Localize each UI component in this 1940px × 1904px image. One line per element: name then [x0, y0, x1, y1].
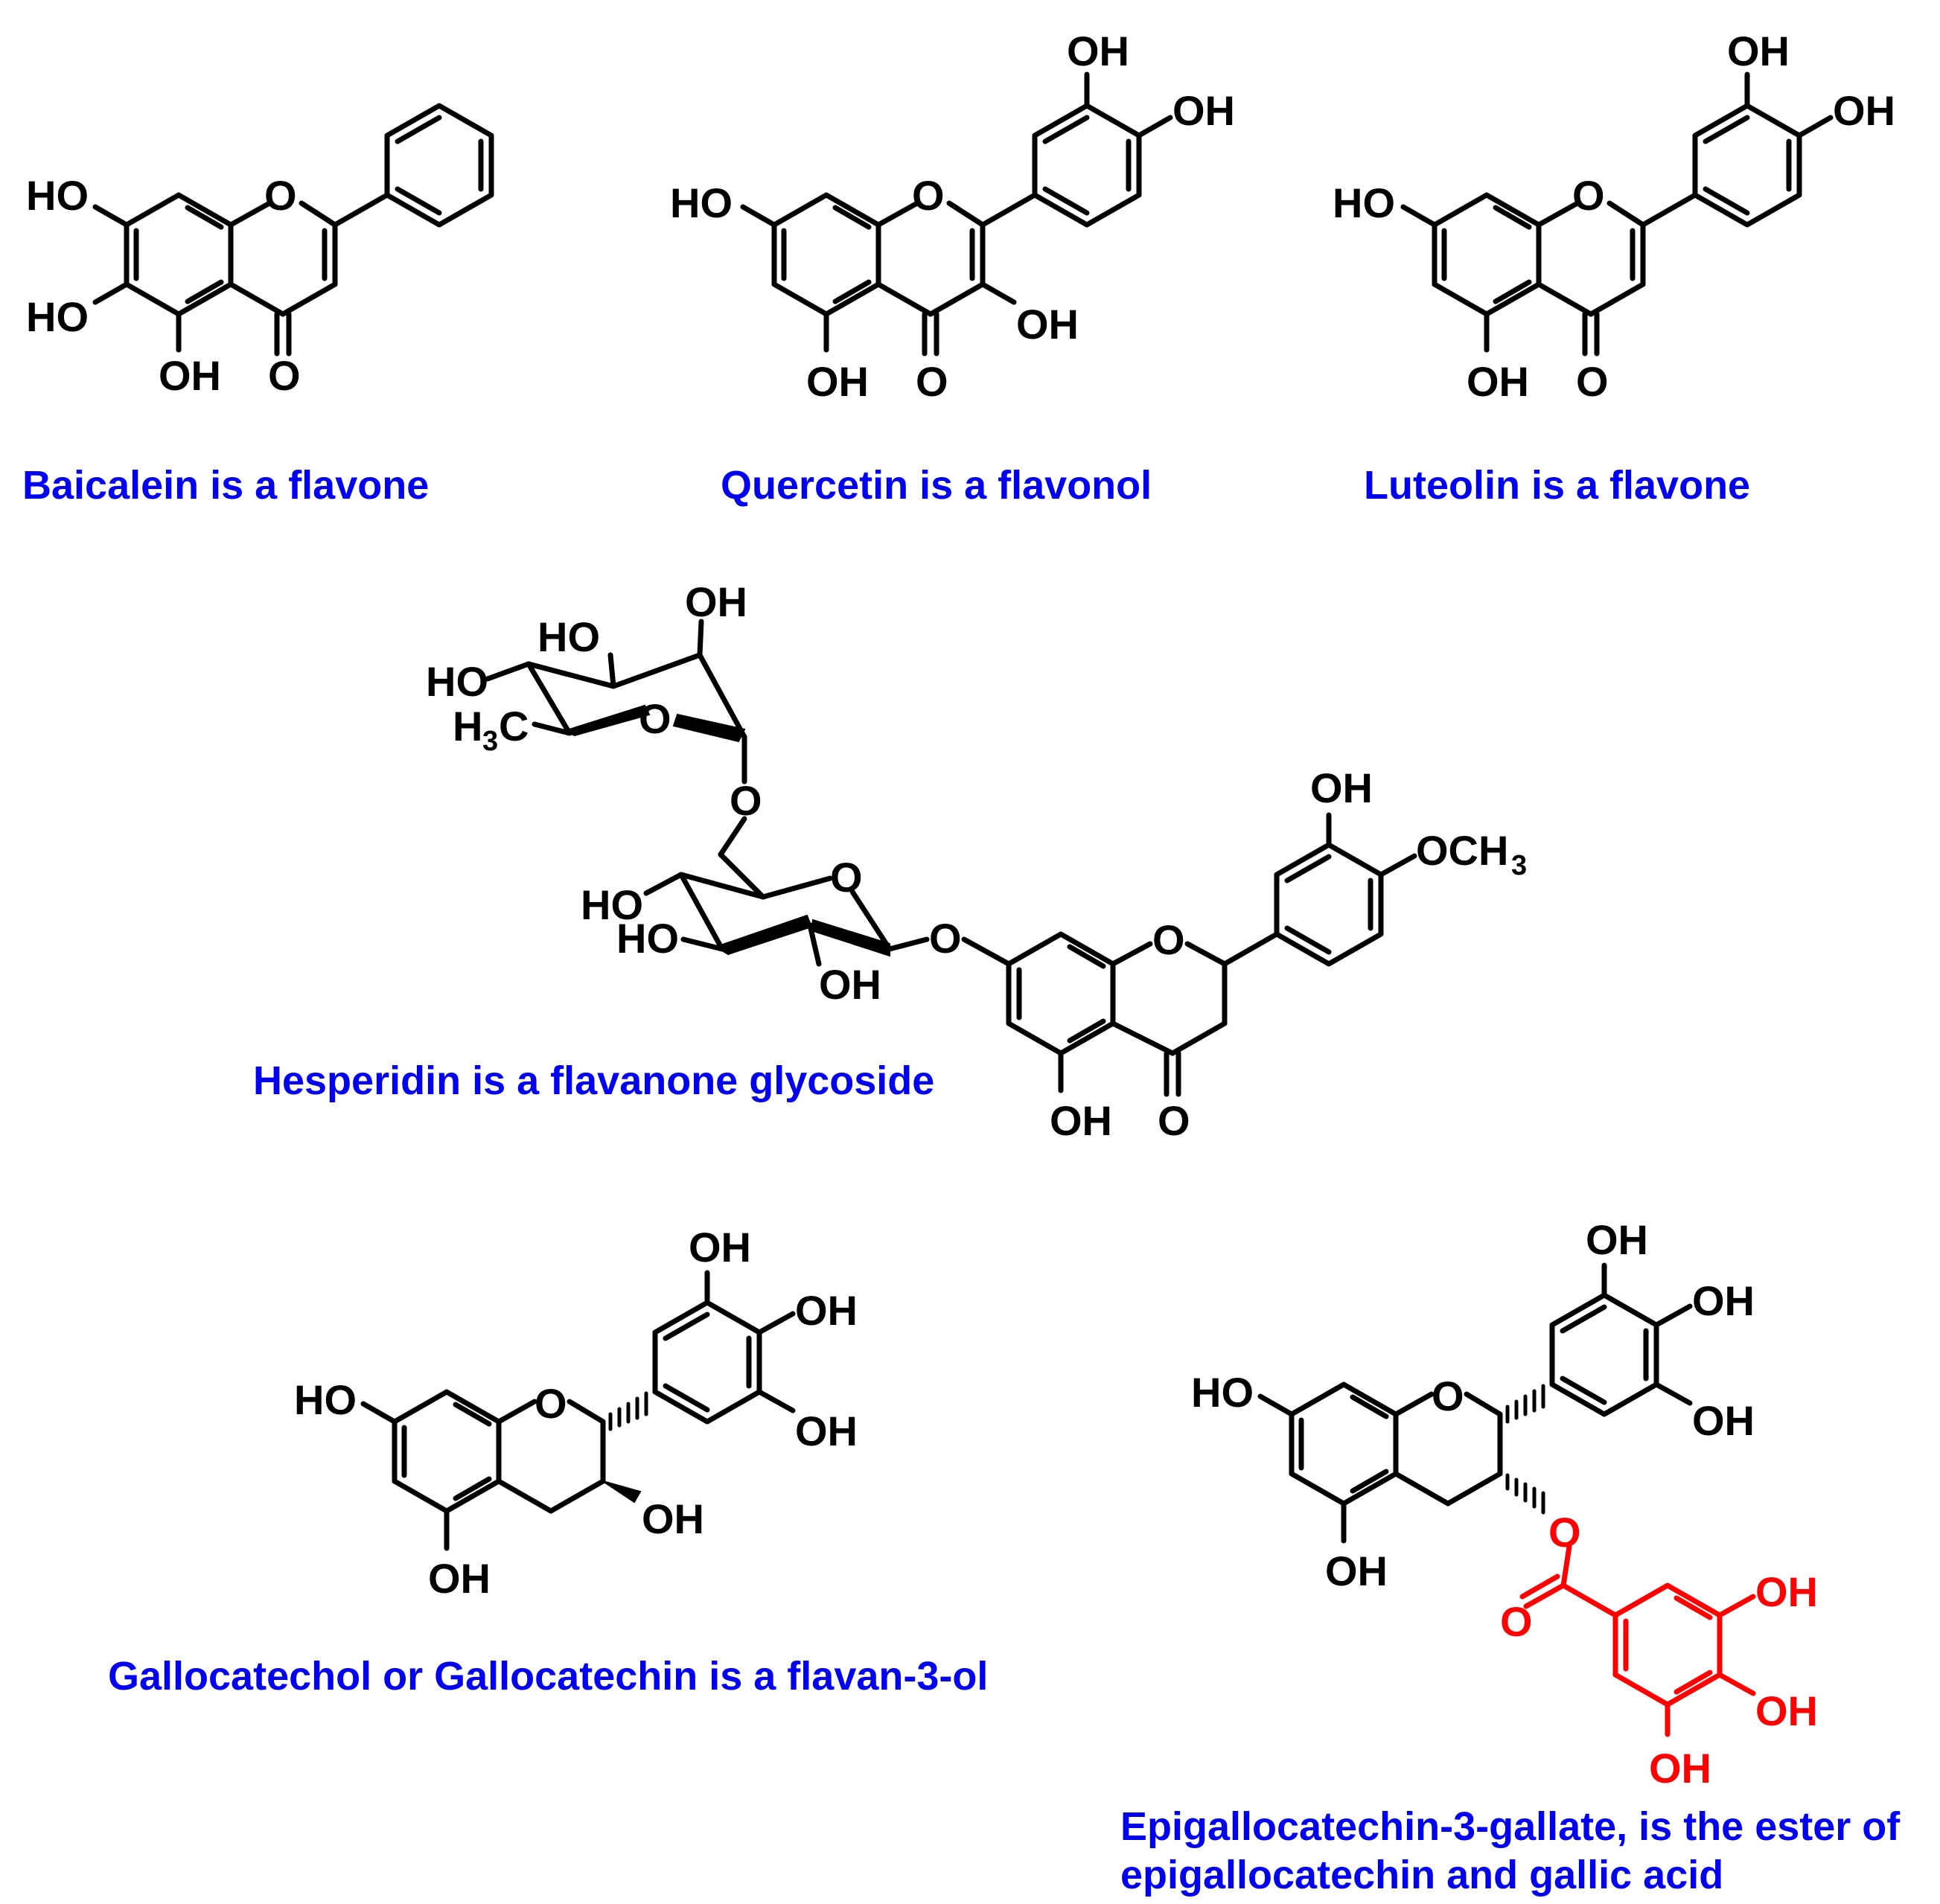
- hesperidin-glucose-ho-3: HO: [616, 915, 679, 962]
- gallate-4-hydroxyl: OH: [1755, 1687, 1818, 1734]
- hesperidin-5-hydroxyl: OH: [1050, 1097, 1112, 1144]
- luteolin-7-hydroxyl: HO: [1333, 179, 1395, 226]
- egcg-5-hydroxyl: OH: [1325, 1547, 1388, 1594]
- hesperidin-ring-oxygen: O: [1152, 916, 1185, 963]
- quercetin-caption: Quercetin is a flavonol: [721, 463, 1152, 508]
- quercetin-3-hydroxyl: OH: [1016, 301, 1079, 348]
- hesperidin-caption: Hesperidin is a flavanone glycoside: [253, 1058, 934, 1103]
- luteolin-4prime-hydroxyl: OH: [1833, 87, 1895, 134]
- baicalein-structure: [92, 103, 494, 357]
- gallate-3-hydroxyl: OH: [1755, 1568, 1818, 1615]
- gallocatechin-3prime-hydroxyl: OH: [689, 1224, 751, 1271]
- egcg-ring-oxygen: O: [1432, 1373, 1464, 1419]
- baicalein-6-hydroxyl: HO: [26, 293, 89, 340]
- hesperidin-rhamnose-ho-3: HO: [537, 613, 600, 660]
- egcg-caption-line-1: Epigallocatechin-3-gallate, is the ester…: [1120, 1804, 1901, 1849]
- gallocatechin-7-hydroxyl: HO: [294, 1376, 357, 1423]
- hesperidin-structure: [485, 619, 1417, 1097]
- quercetin-4prime-hydroxyl: OH: [1172, 87, 1235, 134]
- egcg-caption-line-2: epigallocatechin and gallic acid: [1120, 1853, 1723, 1897]
- egcg-5prime-hydroxyl: OH: [1692, 1397, 1755, 1444]
- gallate-5-hydroxyl: OH: [1649, 1745, 1711, 1792]
- quercetin-structure: [740, 71, 1173, 357]
- hesperidin-carbonyl-oxygen: O: [1158, 1097, 1190, 1144]
- hesperidin-methoxy-subscript: 3: [1511, 850, 1527, 881]
- gallocatechin-ring-oxygen: O: [535, 1380, 567, 1427]
- hesperidin-methyl-c: C: [499, 703, 529, 750]
- egcg-3prime-hydroxyl: OH: [1586, 1216, 1648, 1263]
- hesperidin-glucose-ring-oxygen: O: [830, 854, 863, 901]
- hesperidin-rhamnose-ho-4: HO: [426, 658, 488, 705]
- baicalein-ring-oxygen: O: [264, 172, 297, 219]
- baicalein-carbonyl-oxygen: O: [268, 352, 301, 399]
- luteolin-3prime-hydroxyl: OH: [1727, 28, 1790, 74]
- egcg-4prime-hydroxyl: OH: [1692, 1277, 1755, 1324]
- luteolin-ring-oxygen: O: [1572, 172, 1605, 219]
- quercetin-5-hydroxyl: OH: [806, 358, 869, 405]
- baicalein-7-hydroxyl: HO: [26, 172, 89, 219]
- gallocatechin-3-hydroxyl: OH: [642, 1495, 704, 1542]
- hesperidin-methoxy-och: OCH: [1416, 827, 1508, 874]
- quercetin-3prime-hydroxyl: OH: [1067, 28, 1129, 74]
- egcg-ester-carbonyl-oxygen: O: [1500, 1598, 1533, 1645]
- hesperidin-glucose-ho-4: HO: [581, 881, 643, 928]
- quercetin-carbonyl-oxygen: O: [916, 358, 948, 405]
- hesperidin-methyl-h: H: [453, 703, 482, 750]
- luteolin-caption: Luteolin is a flavone: [1364, 463, 1750, 508]
- gallocatechin-5-hydroxyl: OH: [428, 1555, 491, 1602]
- baicalein-caption: Baicalein is a flavone: [22, 463, 429, 508]
- luteolin-carbonyl-oxygen: O: [1576, 358, 1609, 405]
- hesperidin-rhamnose-oh-2: OH: [685, 578, 747, 625]
- luteolin-structure: [1400, 71, 1834, 357]
- hesperidin-methyl-subscript: 3: [482, 726, 498, 757]
- luteolin-5-hydroxyl: OH: [1467, 358, 1529, 405]
- gallocatechin-caption: Gallocatechol or Gallocatechin is a flav…: [108, 1654, 988, 1699]
- egcg-ester-oxygen: O: [1548, 1509, 1581, 1556]
- hesperidin-glucose-oh-2: OH: [819, 961, 881, 1008]
- hesperidin-glycosidic-oxygen-1: O: [730, 777, 762, 824]
- hesperidin-rhamnose-ring-oxygen: O: [639, 695, 671, 742]
- gallocatechin-5prime-hydroxyl: OH: [795, 1408, 858, 1454]
- quercetin-7-hydroxyl: HO: [670, 179, 733, 226]
- gallocatechin-structure: [360, 1270, 796, 1551]
- hesperidin-3prime-hydroxyl: OH: [1310, 764, 1373, 811]
- baicalein-5-hydroxyl: OH: [159, 352, 221, 399]
- hesperidin-glycosidic-oxygen-2: O: [929, 915, 962, 962]
- egcg-7-hydroxyl: HO: [1191, 1369, 1254, 1416]
- quercetin-ring-oxygen: O: [912, 172, 945, 219]
- egcg-structure: [1257, 1262, 1756, 1737]
- gallocatechin-4prime-hydroxyl: OH: [795, 1287, 858, 1334]
